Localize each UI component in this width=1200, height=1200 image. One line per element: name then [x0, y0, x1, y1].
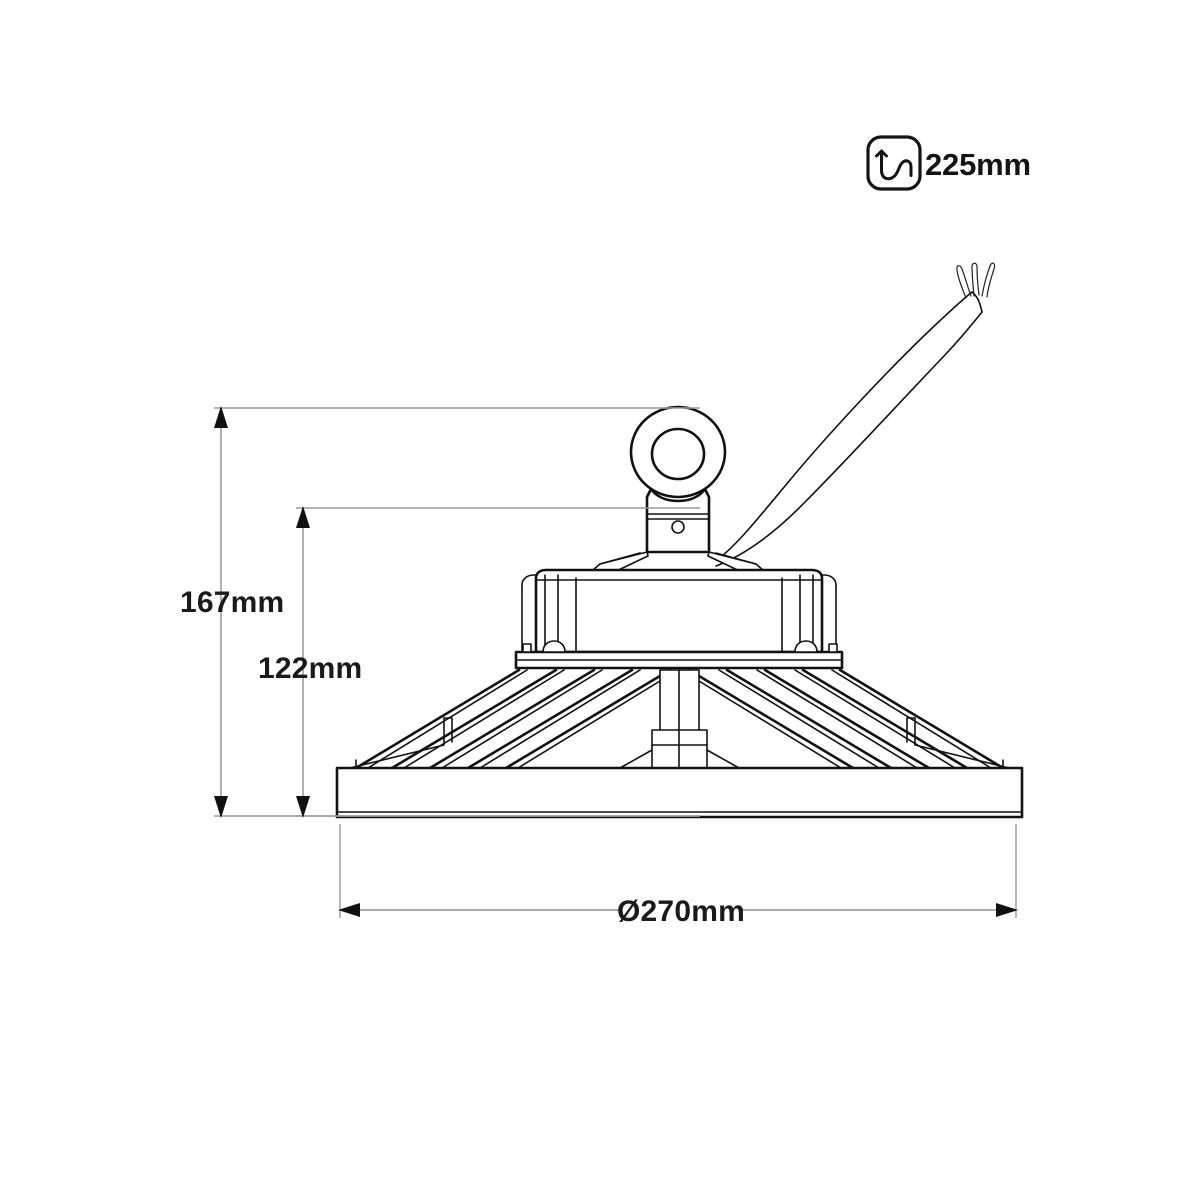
mounting-bracket: [645, 487, 711, 554]
cable-wire-leads: [956, 262, 996, 299]
cable-length-icon: [866, 135, 922, 191]
dimension-label-diameter: Ø270mm: [617, 895, 745, 928]
dimension-diameter: Ø270mm: [338, 824, 1018, 928]
cable-length-label: 225mm: [925, 147, 1031, 182]
power-cable: [715, 262, 996, 567]
arrow-up-122: [296, 506, 310, 528]
luminaire-drawing: [335, 262, 1024, 819]
center-column: [619, 669, 740, 769]
arrow-right-diameter: [996, 903, 1018, 917]
dimension-label-body-height: 122mm: [258, 652, 362, 685]
arrow-left-diameter: [338, 903, 360, 917]
dimension-body-height: 122mm: [258, 506, 700, 818]
arrow-down-167: [214, 796, 228, 818]
heat-sink-fins-left: [349, 668, 679, 770]
heat-sink-fins-right: [680, 668, 1010, 770]
cable-length-badge: 225mm: [866, 135, 1031, 191]
bottom-rim: [335, 766, 1024, 819]
housing-flange: [514, 640, 844, 670]
arrow-up-167: [214, 406, 228, 428]
driver-housing: [521, 568, 837, 654]
arrow-down-122: [296, 796, 310, 818]
hanging-ring: [629, 405, 727, 499]
dimension-label-overall-height: 167mm: [180, 586, 284, 619]
